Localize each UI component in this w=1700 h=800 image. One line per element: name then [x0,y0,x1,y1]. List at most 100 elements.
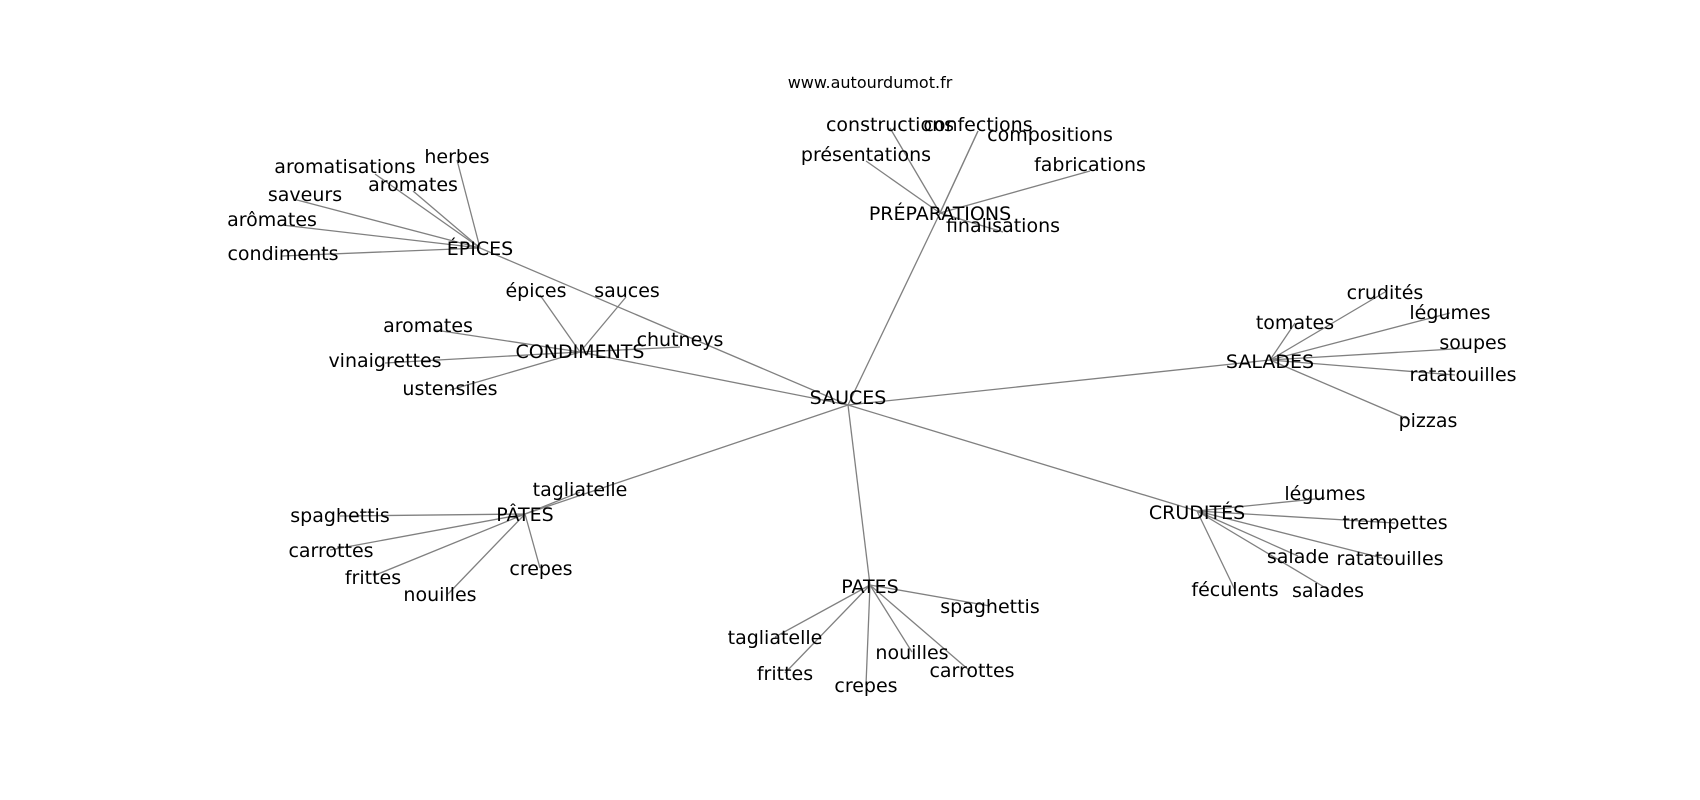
edge-preparations-2 [939,130,979,214]
edge-epices-2 [412,190,481,249]
edge-pates-accent-2 [329,513,526,551]
leaf-node-preparations-1[interactable]: confections [923,114,1032,136]
edge-root-salades [847,359,1271,406]
edge-root-pates [847,404,871,586]
leaf-node-epices-4[interactable]: arômates [227,209,317,231]
edge-pates-2 [869,584,913,653]
leaf-node-salades-3[interactable]: soupes [1439,332,1506,354]
edge-pates-accent-1 [339,513,526,517]
leaf-node-pates-0[interactable]: spaghettis [940,596,1039,618]
leaf-node-pates-3[interactable]: frittes [757,663,813,685]
leaf-node-crudites-5[interactable]: salades [1292,580,1364,602]
edge-pates-1 [774,584,871,638]
edge-condiments-0 [539,294,581,353]
root-node-label[interactable]: SAUCES [810,387,887,409]
edge-epices-4 [281,224,481,249]
leaf-node-epices-2[interactable]: aromates [368,174,458,196]
leaf-node-condiments-1[interactable]: sauces [594,280,660,302]
edge-salades-3 [1269,347,1471,361]
edge-salades-0 [1269,291,1386,361]
edge-epices-3 [296,199,481,249]
edge-epices-1 [374,173,481,249]
edge-pates-3 [784,584,871,674]
cluster-node-pates-accent[interactable]: PÂTES [496,503,553,526]
edge-condiments-2 [579,346,681,353]
edge-crudites-0 [1196,497,1326,512]
leaf-node-pates-5[interactable]: carrottes [929,660,1014,682]
leaf-node-preparations-0[interactable]: constructions [826,114,954,136]
cluster-node-epices[interactable]: ÉPICES [447,237,513,260]
leaf-node-preparations-4[interactable]: fabrications [1034,154,1146,176]
edge-condiments-1 [579,296,627,353]
cluster-node-condiments[interactable]: CONDIMENTS [516,341,645,363]
edge-epices-5 [281,247,481,257]
edge-epices-0 [456,159,481,249]
leaf-node-pates-accent-1[interactable]: spaghettis [290,505,389,527]
leaf-node-pates-1[interactable]: tagliatelle [728,627,823,649]
leaf-node-crudites-1[interactable]: trempettes [1342,512,1447,534]
leaf-node-preparations-5[interactable]: finalisations [946,215,1060,237]
leaf-node-salades-0[interactable]: crudités [1347,282,1424,304]
edge-salades-4 [1269,359,1456,376]
leaf-node-epices-0[interactable]: herbes [424,146,489,168]
leaf-node-pates-accent-5[interactable]: crepes [509,558,572,580]
edge-salades-1 [1269,322,1296,361]
leaf-node-preparations-2[interactable]: compositions [987,124,1113,146]
edge-pates-4 [865,584,871,686]
edge-condiments-5 [449,351,581,391]
edge-crudites-5 [1196,510,1330,591]
edge-crudites-3 [1196,510,1391,561]
leaf-node-crudites-0[interactable]: légumes [1284,483,1365,505]
cluster-node-salades[interactable]: SALADES [1226,351,1314,373]
edge-pates-accent-5 [524,513,541,569]
edge-root-pates-accent [524,404,849,515]
edge-root-crudites [847,404,1198,512]
edge-crudites-1 [1196,510,1396,524]
edge-pates-accent-0 [524,491,581,515]
leaf-node-condiments-5[interactable]: ustensiles [402,378,497,400]
leaf-node-epices-3[interactable]: saveurs [268,184,342,206]
edge-preparations-0 [889,127,941,214]
leaf-node-epices-5[interactable]: condiments [227,243,338,265]
leaf-node-crudites-4[interactable]: féculents [1191,579,1278,601]
cluster-node-preparations[interactable]: PRÉPARATIONS [869,202,1011,225]
leaf-node-epices-1[interactable]: aromatisations [274,156,415,178]
leaf-node-pates-accent-4[interactable]: nouilles [403,584,476,606]
edge-root-epices [479,247,849,406]
website-label[interactable]: www.autourdumot.fr [788,73,953,92]
leaf-node-pates-4[interactable]: crepes [834,675,897,697]
leaf-node-preparations-3[interactable]: présentations [801,144,931,166]
leaf-node-crudites-3[interactable]: ratatouilles [1336,548,1443,570]
edge-root-condiments [579,351,849,406]
leaf-node-salades-2[interactable]: légumes [1409,302,1490,324]
edge-pates-5 [869,584,971,672]
edge-condiments-4 [384,351,581,364]
leaf-node-salades-5[interactable]: pizzas [1399,410,1458,432]
leaf-node-condiments-2[interactable]: chutneys [637,329,724,351]
leaf-node-pates-2[interactable]: nouilles [875,642,948,664]
edge-preparations-4 [939,170,1091,214]
cluster-node-crudites[interactable]: CRUDITÉS [1149,501,1245,524]
leaf-node-condiments-3[interactable]: aromates [383,315,473,337]
edge-pates-accent-4 [447,513,526,595]
edge-pates-accent-3 [372,513,526,577]
leaf-node-pates-accent-2[interactable]: carrottes [288,540,373,562]
edge-crudites-2 [1196,510,1299,557]
leaf-node-salades-4[interactable]: ratatouilles [1409,364,1516,386]
edge-preparations-3 [865,160,941,214]
edge-salades-5 [1269,359,1411,421]
leaf-node-pates-accent-0[interactable]: tagliatelle [533,479,628,501]
leaf-node-salades-1[interactable]: tomates [1256,312,1334,334]
edge-preparations-5 [939,212,1004,233]
edge-root-preparations [847,212,941,406]
leaf-node-pates-accent-3[interactable]: frittes [345,567,401,589]
graph-edges [281,127,1471,686]
leaf-node-condiments-4[interactable]: vinaigrettes [328,350,441,372]
edge-condiments-3 [434,329,581,353]
leaf-node-condiments-0[interactable]: épices [505,280,566,302]
edge-pates-0 [869,584,991,607]
edge-salades-2 [1269,312,1451,361]
leaf-node-crudites-2[interactable]: salade [1267,546,1329,568]
cluster-node-pates[interactable]: PATES [841,576,898,598]
